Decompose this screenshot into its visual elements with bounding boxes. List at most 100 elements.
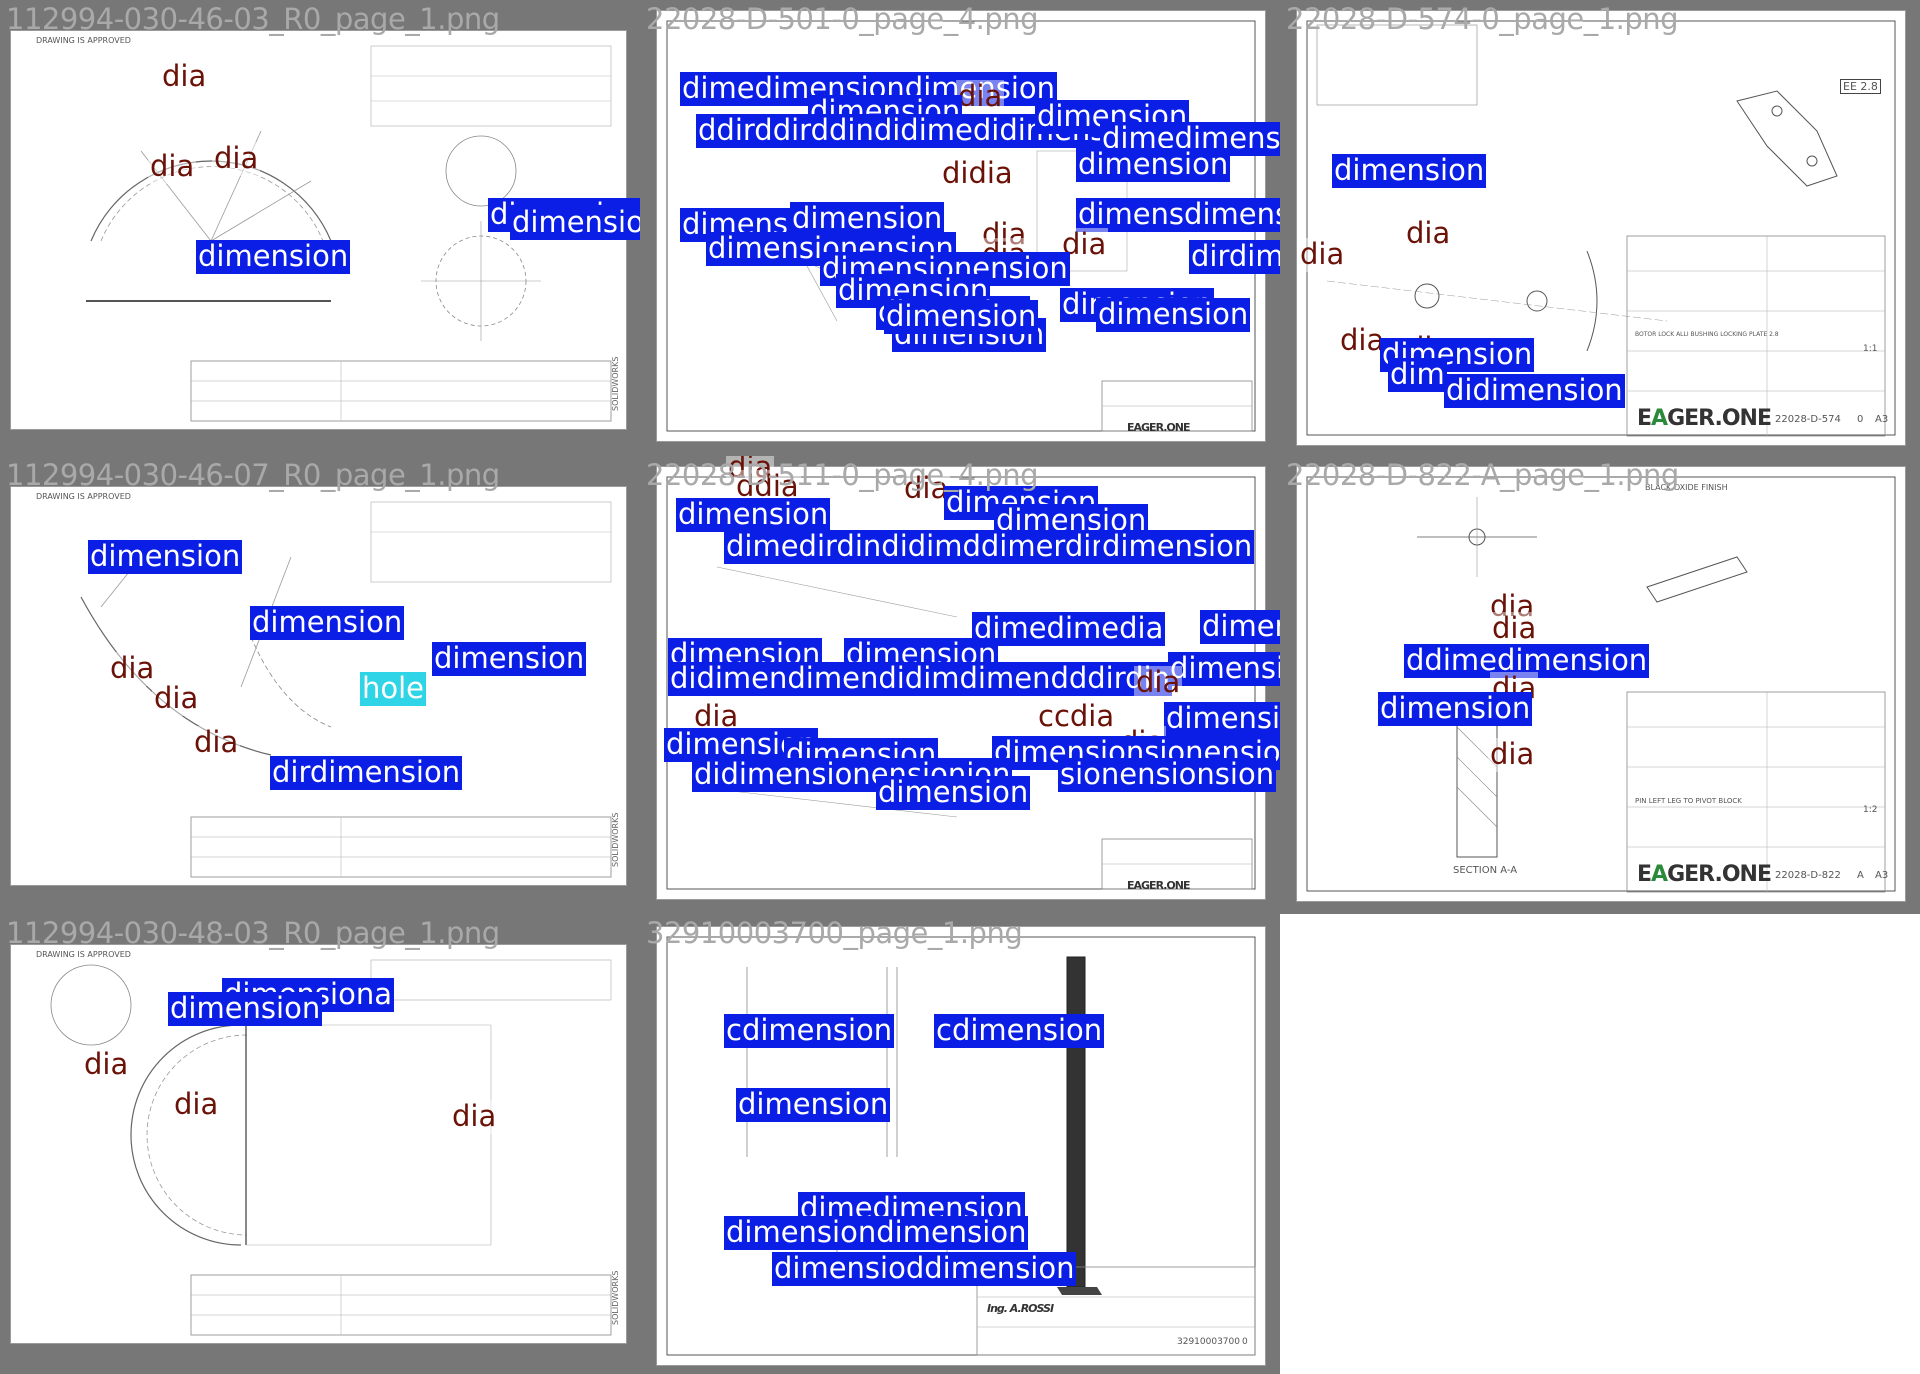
revision: A bbox=[1857, 870, 1864, 881]
box-label: dirdimensdia bbox=[1189, 240, 1280, 274]
box-label: dia bbox=[152, 681, 201, 716]
company-logo: EAGER.ONE bbox=[1127, 879, 1190, 892]
drawing-lines bbox=[86, 45, 612, 422]
logo-rest: GER.ONE bbox=[1667, 862, 1772, 887]
sheet-note: DRAWING IS APPROVED bbox=[36, 492, 131, 501]
box-label: cdimension bbox=[934, 1013, 1105, 1048]
box-label: dimedimensiondimension bbox=[680, 71, 1058, 106]
part-description: BOTOR LOCK ALLI BUSHING LOCKING PLATE 2.… bbox=[1635, 331, 1779, 338]
company-logo: EAGER.ONE bbox=[1637, 406, 1772, 431]
logo-accent: A bbox=[1651, 406, 1668, 431]
part-number: 32910003700 bbox=[1177, 1337, 1240, 1347]
box-label: dimension bbox=[88, 539, 243, 574]
finish-note: BLACK OXIDE FINISH bbox=[1645, 483, 1728, 492]
tile: BLACK OXIDE FINISH SECTION A-A PIN LEFT … bbox=[1280, 456, 1920, 914]
box-label: dimension bbox=[168, 991, 323, 1026]
box-label: dia bbox=[1490, 611, 1539, 646]
box-label: dimension bbox=[196, 239, 351, 274]
box-label: dia bbox=[980, 217, 1029, 252]
part-number: 22028-D-574 bbox=[1775, 414, 1841, 425]
box-label: dia bbox=[192, 725, 241, 760]
box-label: dimension bbox=[1332, 153, 1487, 188]
box-label: dia bbox=[1134, 665, 1183, 700]
logo-main: E bbox=[1637, 862, 1652, 887]
tile-title: 22028-D-822-A_page_1.png bbox=[1286, 458, 1679, 492]
tile: Ing. A.ROSSI 32910003700 0 32910003700_p… bbox=[640, 914, 1280, 1374]
box-label: dimension bbox=[790, 201, 945, 236]
drawing-lines bbox=[1306, 20, 1896, 437]
revision: 0 bbox=[1242, 1337, 1248, 1347]
box-label: dia bbox=[160, 59, 209, 94]
drawing-lines bbox=[666, 476, 1256, 890]
tile-title: 112994-030-48-03_R0_page_1.png bbox=[6, 916, 500, 950]
box-label: dirdimension bbox=[270, 755, 463, 790]
part-number: 22028-D-822 bbox=[1775, 870, 1841, 881]
company-logo: EAGER.ONE bbox=[1637, 862, 1772, 887]
box-label: dia bbox=[1404, 216, 1453, 251]
box-label: dia bbox=[172, 1087, 221, 1122]
box-label: dimensioddimension bbox=[772, 1251, 1077, 1286]
box-label: dimension bbox=[884, 299, 1039, 334]
company-logo: EAGER.ONE bbox=[1127, 421, 1190, 434]
logo-main: E bbox=[1637, 406, 1652, 431]
box-label: dia bbox=[1488, 589, 1537, 624]
tile-title: 22028-D-574-0_page_1.png bbox=[1286, 2, 1679, 36]
tile: DRAWING IS APPROVED SOLIDWORKS 112994-03… bbox=[0, 456, 640, 914]
tile: EAGER.ONE 22028-D-501-0_page_4.png dimed… bbox=[640, 0, 1280, 456]
box-label: dimension bbox=[876, 775, 1031, 810]
box-label: dimension bbox=[676, 497, 831, 532]
box-label: dimension bbox=[736, 1087, 891, 1122]
box-label: sionensionsion bbox=[1058, 757, 1277, 792]
sheet-size: A3 bbox=[1875, 414, 1889, 425]
box-label: dimension bbox=[1200, 610, 1280, 644]
drawing-lines bbox=[666, 936, 1256, 1356]
box-label: dimension bbox=[1076, 147, 1231, 182]
sheet-note: DRAWING IS APPROVED bbox=[36, 950, 131, 959]
part-label: EE 2.8 bbox=[1840, 79, 1881, 94]
box-label: dia bbox=[726, 456, 775, 485]
part-description: PIN LEFT LEG TO PIVOT BLOCK bbox=[1635, 797, 1742, 805]
tile-title: 112994-030-46-03_R0_page_1.png bbox=[6, 2, 500, 36]
box-label: dia bbox=[108, 651, 157, 686]
tile-title: 22028-D-501-0_page_4.png bbox=[646, 2, 1039, 36]
box-label: dimensiondimension bbox=[724, 1215, 1029, 1250]
company-logo: Ing. A.ROSSI bbox=[987, 1302, 1054, 1315]
tile-title: 22028-D-511-0_page_4.png bbox=[646, 458, 1039, 492]
box-label: dimension bbox=[1164, 702, 1280, 736]
side-label: SOLIDWORKS bbox=[611, 812, 620, 867]
scale: 1:2 bbox=[1863, 805, 1878, 815]
tile: EE 2.8 BOTOR LOCK ALLI BUSHING LOCKING P… bbox=[1280, 0, 1920, 456]
box-label: dimedimedia bbox=[972, 611, 1166, 646]
revision: 0 bbox=[1857, 414, 1864, 425]
box-label: dimension bbox=[1100, 529, 1255, 564]
drawing-sheet: BLACK OXIDE FINISH SECTION A-A PIN LEFT … bbox=[1296, 466, 1906, 902]
logo-rest: GER.ONE bbox=[1667, 406, 1772, 431]
box-label: dia bbox=[956, 79, 1005, 114]
box-label: dimension bbox=[1378, 691, 1533, 726]
box-label: dimension bbox=[250, 605, 405, 640]
box-label: dia bbox=[1338, 323, 1387, 358]
sheet-size: A3 bbox=[1875, 870, 1889, 881]
box-label: didia bbox=[940, 156, 1015, 191]
box-label: dimension bbox=[1096, 297, 1251, 332]
tile-title: 32910003700_page_1.png bbox=[646, 916, 1023, 950]
box-label: dimension bbox=[510, 206, 640, 240]
tile: EAGER.ONE 22028-D-511-0_page_4.png dia d… bbox=[640, 456, 1280, 914]
logo-accent: A bbox=[1651, 862, 1668, 887]
box-label: cdimension bbox=[724, 1013, 895, 1048]
box-label: dimension bbox=[432, 641, 587, 676]
scale: 1:1 bbox=[1863, 344, 1878, 354]
tile-title: 112994-030-46-07_R0_page_1.png bbox=[6, 458, 500, 492]
drawing-sheet: EE 2.8 BOTOR LOCK ALLI BUSHING LOCKING P… bbox=[1296, 10, 1906, 446]
box-label: dia bbox=[902, 471, 951, 506]
drawing-lines bbox=[1306, 476, 1896, 893]
box-label: dia bbox=[450, 1099, 499, 1134]
box-label: dimension bbox=[1168, 652, 1280, 686]
box-label: dia bbox=[148, 149, 197, 184]
box-label: ccdia bbox=[1036, 699, 1117, 734]
box-label: ddimedimension bbox=[1404, 643, 1650, 678]
box-label: dim bbox=[1388, 357, 1447, 392]
side-label: SOLIDWORKS bbox=[611, 356, 620, 411]
